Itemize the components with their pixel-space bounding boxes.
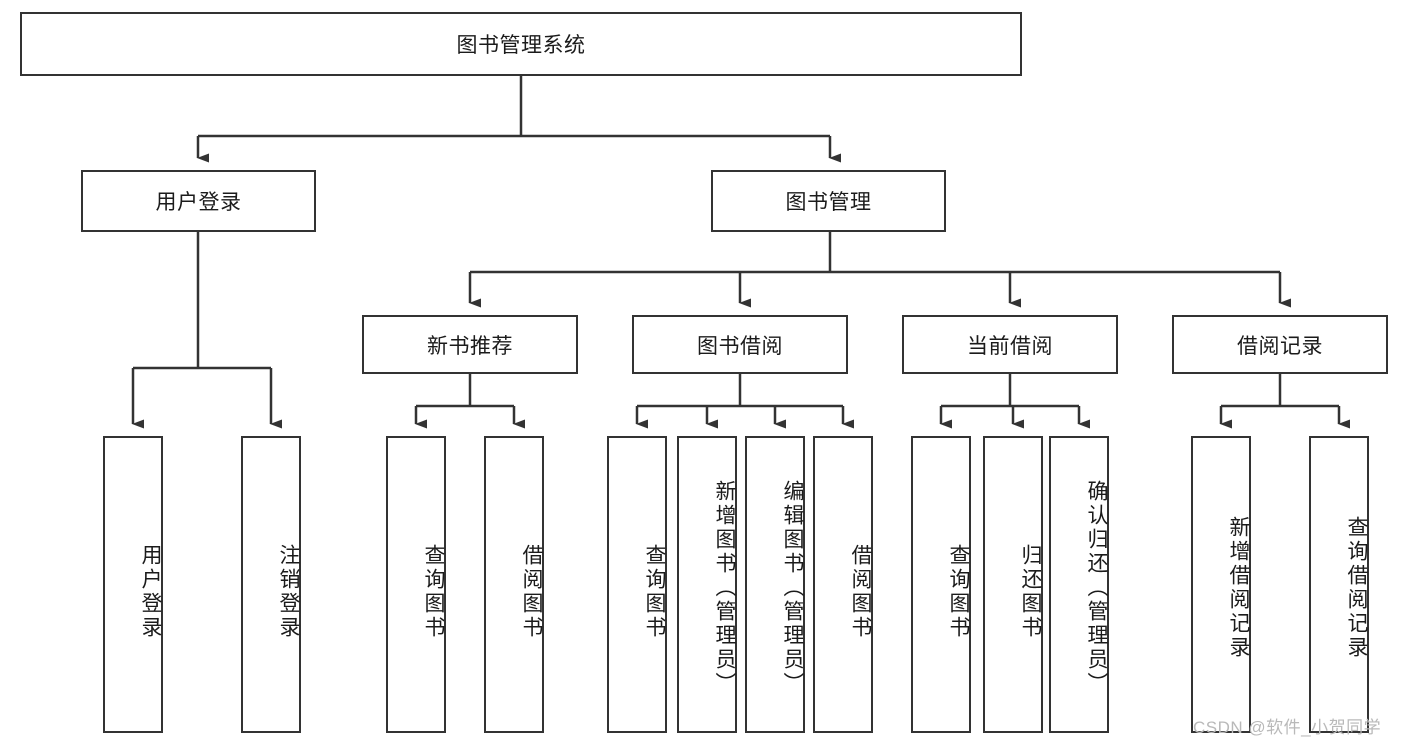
leaf-query-borrow-record[interactable]: 查询借阅记录 bbox=[1309, 436, 1369, 733]
leaf-query-book-current-label: 查询图书 bbox=[947, 543, 970, 640]
leaf-add-borrow-record[interactable]: 新增借阅记录 bbox=[1191, 436, 1251, 733]
leaf-query-book-borrow-label: 查询图书 bbox=[643, 543, 666, 640]
leaf-query-book-borrow[interactable]: 查询图书 bbox=[607, 436, 667, 733]
leaf-add-book-admin[interactable]: 新增图书（管理员） bbox=[677, 436, 737, 733]
node-book-borrow-label: 图书借阅 bbox=[697, 334, 783, 358]
leaf-query-book-newbook-label: 查询图书 bbox=[422, 543, 445, 640]
leaf-borrow-book-borrow-label: 借阅图书 bbox=[849, 543, 872, 640]
node-current-borrow[interactable]: 当前借阅 bbox=[902, 315, 1118, 374]
leaf-query-borrow-record-label: 查询借阅记录 bbox=[1345, 515, 1368, 660]
leaf-user-login-label: 用户登录 bbox=[139, 543, 162, 640]
leaf-confirm-return-admin[interactable]: 确认归还（管理员） bbox=[1049, 436, 1109, 733]
node-book-management[interactable]: 图书管理 bbox=[711, 170, 946, 232]
leaf-add-borrow-record-label: 新增借阅记录 bbox=[1227, 515, 1250, 660]
leaf-logout-label: 注销登录 bbox=[277, 543, 300, 640]
leaf-borrow-book-newbook[interactable]: 借阅图书 bbox=[484, 436, 544, 733]
leaf-query-book-newbook[interactable]: 查询图书 bbox=[386, 436, 446, 733]
leaf-return-book-label: 归还图书 bbox=[1019, 543, 1042, 640]
node-book-borrow[interactable]: 图书借阅 bbox=[632, 315, 848, 374]
leaf-borrow-book-newbook-label: 借阅图书 bbox=[520, 543, 543, 640]
leaf-return-book[interactable]: 归还图书 bbox=[983, 436, 1043, 733]
node-user-login[interactable]: 用户登录 bbox=[81, 170, 316, 232]
leaf-edit-book-admin[interactable]: 编辑图书（管理员） bbox=[745, 436, 805, 733]
node-user-login-label: 用户登录 bbox=[155, 191, 242, 214]
leaf-edit-book-admin-label: 编辑图书（管理员） bbox=[781, 479, 804, 696]
csdn-watermark: CSDN @软件_小贺同学 bbox=[1193, 718, 1382, 737]
node-book-management-label: 图书管理 bbox=[785, 191, 872, 214]
leaf-user-login[interactable]: 用户登录 bbox=[103, 436, 163, 733]
leaf-add-book-admin-label: 新增图书（管理员） bbox=[713, 479, 736, 696]
node-root-label: 图书管理系统 bbox=[456, 34, 586, 57]
node-borrow-record[interactable]: 借阅记录 bbox=[1172, 315, 1388, 374]
node-root-system[interactable]: 图书管理系统 bbox=[20, 12, 1022, 76]
leaf-confirm-return-admin-label: 确认归还（管理员） bbox=[1085, 479, 1108, 696]
node-new-book-recommend-label: 新书推荐 bbox=[427, 334, 513, 358]
leaf-logout[interactable]: 注销登录 bbox=[241, 436, 301, 733]
node-new-book-recommend[interactable]: 新书推荐 bbox=[362, 315, 578, 374]
node-current-borrow-label: 当前借阅 bbox=[967, 334, 1053, 358]
node-borrow-record-label: 借阅记录 bbox=[1237, 334, 1323, 358]
leaf-query-book-current[interactable]: 查询图书 bbox=[911, 436, 971, 733]
leaf-borrow-book-borrow[interactable]: 借阅图书 bbox=[813, 436, 873, 733]
